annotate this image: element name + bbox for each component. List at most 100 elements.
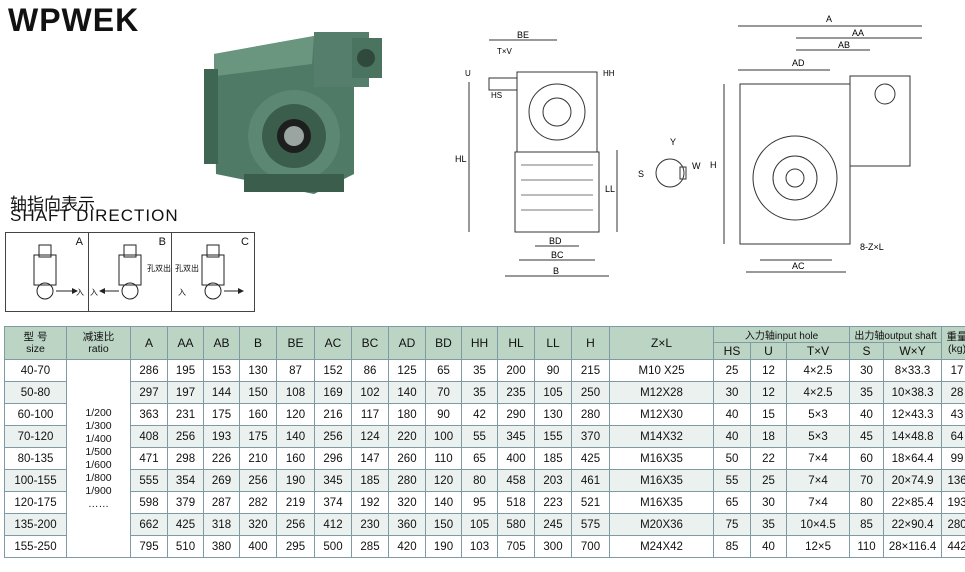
header-txv: T×V — [785, 342, 851, 360]
header-zxl: Z×L — [609, 326, 714, 360]
header-ratio-zh: 减速比 — [82, 331, 115, 343]
header-be: BE — [276, 326, 315, 360]
table-cell: 65 — [713, 491, 751, 514]
table-cell: 152 — [314, 359, 352, 382]
table-cell: 12×43.3 — [883, 403, 943, 426]
table-cell: 103 — [461, 535, 498, 558]
table-cell: 295 — [276, 535, 315, 558]
table-cell: 87 — [276, 359, 315, 382]
table-cell: 500 — [314, 535, 352, 558]
table-cell: 80-135 — [4, 447, 67, 470]
table-cell: 169 — [314, 381, 352, 404]
table-cell: 226 — [203, 447, 240, 470]
table-cell: 90 — [534, 359, 572, 382]
table-cell: 200 — [497, 359, 535, 382]
table-cell: 40 — [713, 403, 751, 426]
header-bc: BC — [351, 326, 389, 360]
table-cell: 345 — [314, 469, 352, 492]
table-cell: 155-250 — [4, 535, 67, 558]
table-cell: 370 — [571, 425, 610, 448]
table-cell: 120 — [425, 469, 462, 492]
header-ab: AB — [203, 326, 240, 360]
table-cell: 50 — [713, 447, 751, 470]
table-cell: M12X28 — [609, 381, 714, 404]
table-cell: 130 — [239, 359, 277, 382]
table-cell: 22×90.4 — [883, 513, 943, 536]
header-input-group: 入力轴input hole — [712, 326, 851, 343]
table-cell: 12 — [750, 359, 787, 382]
header-b: B — [239, 326, 277, 360]
dim-hs: HS — [491, 91, 502, 100]
table-cell: 55 — [461, 425, 498, 448]
table-cell: M14X32 — [609, 425, 714, 448]
table-cell: 8×33.3 — [883, 359, 943, 382]
table-cell: 30 — [713, 381, 751, 404]
ratio-value: …… — [88, 497, 109, 510]
header-hs: HS — [713, 342, 751, 360]
table-cell: 230 — [351, 513, 389, 536]
table-cell: 10×4.5 — [785, 513, 851, 536]
table-cell: 90 — [425, 403, 462, 426]
table-cell: 35 — [461, 359, 498, 382]
table-cell: 5×3 — [785, 403, 851, 426]
dim-be: BE — [517, 30, 529, 40]
table-cell: 136 — [941, 469, 965, 492]
table-cell: 35 — [461, 381, 498, 404]
table-cell: 117 — [351, 403, 389, 426]
input-tag: 入 — [178, 288, 186, 297]
table-cell: 175 — [239, 425, 277, 448]
table-cell: 140 — [425, 491, 462, 514]
table-cell: 105 — [534, 381, 572, 404]
table-cell: 256 — [239, 469, 277, 492]
ratio-value: 1/200 — [85, 406, 112, 419]
table-cell: 18×64.4 — [883, 447, 943, 470]
header-hl: HL — [497, 326, 535, 360]
shaft-direction-diagrams: A 入 B 孔双出 入 C 孔双出 入 — [5, 232, 255, 312]
table-cell: 55 — [713, 469, 751, 492]
table-cell: 190 — [425, 535, 462, 558]
table-cell: 580 — [497, 513, 535, 536]
table-cell: M16X35 — [609, 491, 714, 514]
table-cell: 256 — [276, 513, 315, 536]
header-weight-zh: 重量 — [946, 331, 965, 343]
header-size-en: size — [26, 343, 45, 355]
table-cell: 220 — [388, 425, 426, 448]
table-cell: 95 — [461, 491, 498, 514]
table-cell: 120 — [276, 403, 315, 426]
dim-a: A — [826, 14, 832, 24]
table-cell: 662 — [130, 513, 168, 536]
table-cell: 18 — [750, 425, 787, 448]
table-cell: 296 — [314, 447, 352, 470]
table-cell: 30 — [849, 359, 885, 382]
header-ratio: 减速比 ratio — [66, 326, 131, 360]
table-cell: 215 — [571, 359, 610, 382]
dim-hh: HH — [603, 69, 615, 78]
ratio-value: 1/600 — [85, 458, 112, 471]
table-cell: 510 — [167, 535, 204, 558]
table-cell: 425 — [571, 447, 610, 470]
table-cell: 219 — [276, 491, 315, 514]
dim-ll: LL — [605, 184, 615, 194]
table-cell: 15 — [750, 403, 787, 426]
table-cell: 30 — [750, 491, 787, 514]
table-cell: 598 — [130, 491, 168, 514]
dim-w: W — [692, 161, 701, 171]
dim-h: H — [710, 160, 717, 170]
gearbox-sketch-icon — [99, 244, 142, 300]
table-cell: 70-120 — [4, 425, 67, 448]
header-a: A — [130, 326, 168, 360]
table-cell: 70 — [849, 469, 885, 492]
table-cell: 130 — [534, 403, 572, 426]
shaft-direction-label-zh: 轴指向表示 — [10, 195, 95, 215]
table-cell: 110 — [425, 447, 462, 470]
table-cell: 65 — [461, 447, 498, 470]
table-cell: 144 — [203, 381, 240, 404]
table-cell: 245 — [534, 513, 572, 536]
table-cell: 190 — [276, 469, 315, 492]
table-cell: 42 — [461, 403, 498, 426]
table-cell: 442 — [941, 535, 965, 558]
table-cell: 320 — [239, 513, 277, 536]
